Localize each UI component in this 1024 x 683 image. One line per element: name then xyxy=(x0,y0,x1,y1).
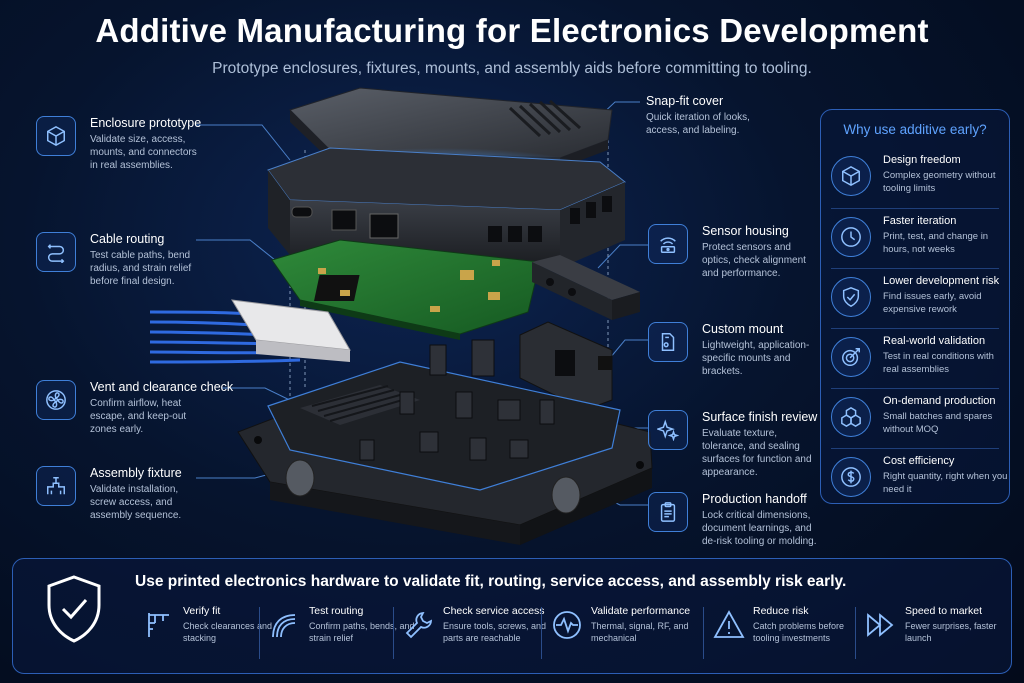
callout-desc: Evaluate texture, tolerance, and sealing… xyxy=(702,428,812,478)
panel-item-desc: Right quantity, right when you need it xyxy=(883,471,1008,495)
assembly-fixture-base-part xyxy=(237,339,653,545)
banner-item-title: Test routing xyxy=(309,605,364,617)
dollar-icon xyxy=(831,457,871,497)
panel-item-title: Cost efficiency xyxy=(883,455,955,467)
cable-icon xyxy=(36,232,76,272)
panel-item-title: Real-world validation xyxy=(883,335,986,347)
callout-title: Sensor housing xyxy=(702,224,789,238)
banner-title: Use printed electronics hardware to vali… xyxy=(135,573,847,590)
panel-item-desc: Complex geometry without tooling limits xyxy=(883,170,996,194)
panel-item-desc: Print, test, and change in hours, not we… xyxy=(883,231,989,255)
sparkle-icon xyxy=(648,410,688,450)
callout-desc: Validate installation, screw access, and… xyxy=(90,484,182,521)
summary-banner: Use printed electronics hardware to vali… xyxy=(12,558,1012,674)
cube-icon xyxy=(831,156,871,196)
wrench-icon xyxy=(405,612,432,639)
page-title: Additive Manufacturing for Electronics D… xyxy=(95,12,929,49)
sensor-housing-part xyxy=(532,255,640,320)
banner-item-desc: Confirm paths, bends, and strain relief xyxy=(309,621,415,643)
mount-icon xyxy=(648,322,688,362)
callout-title: Cable routing xyxy=(90,232,165,246)
banner-item-title: Check service access xyxy=(443,605,545,617)
clock-icon xyxy=(831,217,871,257)
boxes-icon xyxy=(831,397,871,437)
fixture-icon xyxy=(36,466,76,506)
callout-desc: Test cable paths, bend radius, and strai… xyxy=(90,250,192,287)
sensor-icon xyxy=(648,224,688,264)
pulse-icon xyxy=(553,611,581,639)
page-subtitle: Prototype enclosures, fixtures, mounts, … xyxy=(212,60,812,77)
panel-title: Why use additive early? xyxy=(843,122,987,137)
callout-title: Snap-fit cover xyxy=(646,94,724,108)
banner-item-desc: Fewer surprises, faster launch xyxy=(905,621,997,643)
panel-item-desc: Test in real conditions with real assemb… xyxy=(883,351,994,375)
banner-item-desc: Thermal, signal, RF, and mechanical xyxy=(591,621,689,643)
clipboard-icon xyxy=(648,492,688,532)
warning-icon xyxy=(713,610,745,638)
banner-item-desc: Check clearances and stacking xyxy=(183,621,273,643)
callout-title: Vent and clearance check xyxy=(90,380,234,394)
panel-item-title: Faster iteration xyxy=(883,215,957,227)
shield-icon xyxy=(831,277,871,317)
callout-desc: Validate size, access, mounts, and conne… xyxy=(90,134,197,171)
callout-desc: Confirm airflow, heat escape, and keep-o… xyxy=(90,398,187,435)
callout-desc: Lock critical dimensions, document learn… xyxy=(702,510,817,547)
cube-icon xyxy=(36,116,76,156)
banner-item-title: Validate performance xyxy=(591,605,691,617)
banner-item-title: Reduce risk xyxy=(753,605,809,617)
panel-item-title: On-demand production xyxy=(883,395,996,407)
fast-forward-icon xyxy=(867,613,894,637)
callout-desc: Protect sensors and optics, check alignm… xyxy=(702,242,806,279)
fan-icon xyxy=(36,380,76,420)
callout-title: Custom mount xyxy=(702,322,784,336)
panel-item-desc: Find issues early, avoid expensive rewor… xyxy=(883,291,982,315)
callout-title: Production handoff xyxy=(702,492,807,506)
callout-title: Enclosure prototype xyxy=(90,116,202,130)
pcb-board-part xyxy=(271,239,541,340)
banner-item-title: Verify fit xyxy=(183,605,221,617)
callout-desc: Lightweight, application-specific mounts… xyxy=(702,340,810,377)
banner-item-desc: Ensure tools, screws, and parts are reac… xyxy=(443,621,547,643)
target-icon xyxy=(831,337,871,377)
banner-item-title: Speed to market xyxy=(905,605,983,617)
panel-item-desc: Small batches and spares without MOQ xyxy=(883,411,993,435)
callout-title: Assembly fixture xyxy=(90,466,182,480)
custom-mount-part xyxy=(519,321,613,411)
banner-item-desc: Catch problems before tooling investment… xyxy=(753,621,845,643)
shield-check-icon xyxy=(47,575,101,643)
callout-desc: Quick iteration of looks, access, and la… xyxy=(646,112,750,136)
caliper-icon xyxy=(148,613,169,637)
panel-item-title: Lower development risk xyxy=(883,275,1000,287)
panel-item-title: Design freedom xyxy=(883,154,961,166)
callout-title: Surface finish review xyxy=(702,410,818,424)
routing-icon xyxy=(272,614,296,638)
cable-connector-part xyxy=(149,299,351,364)
